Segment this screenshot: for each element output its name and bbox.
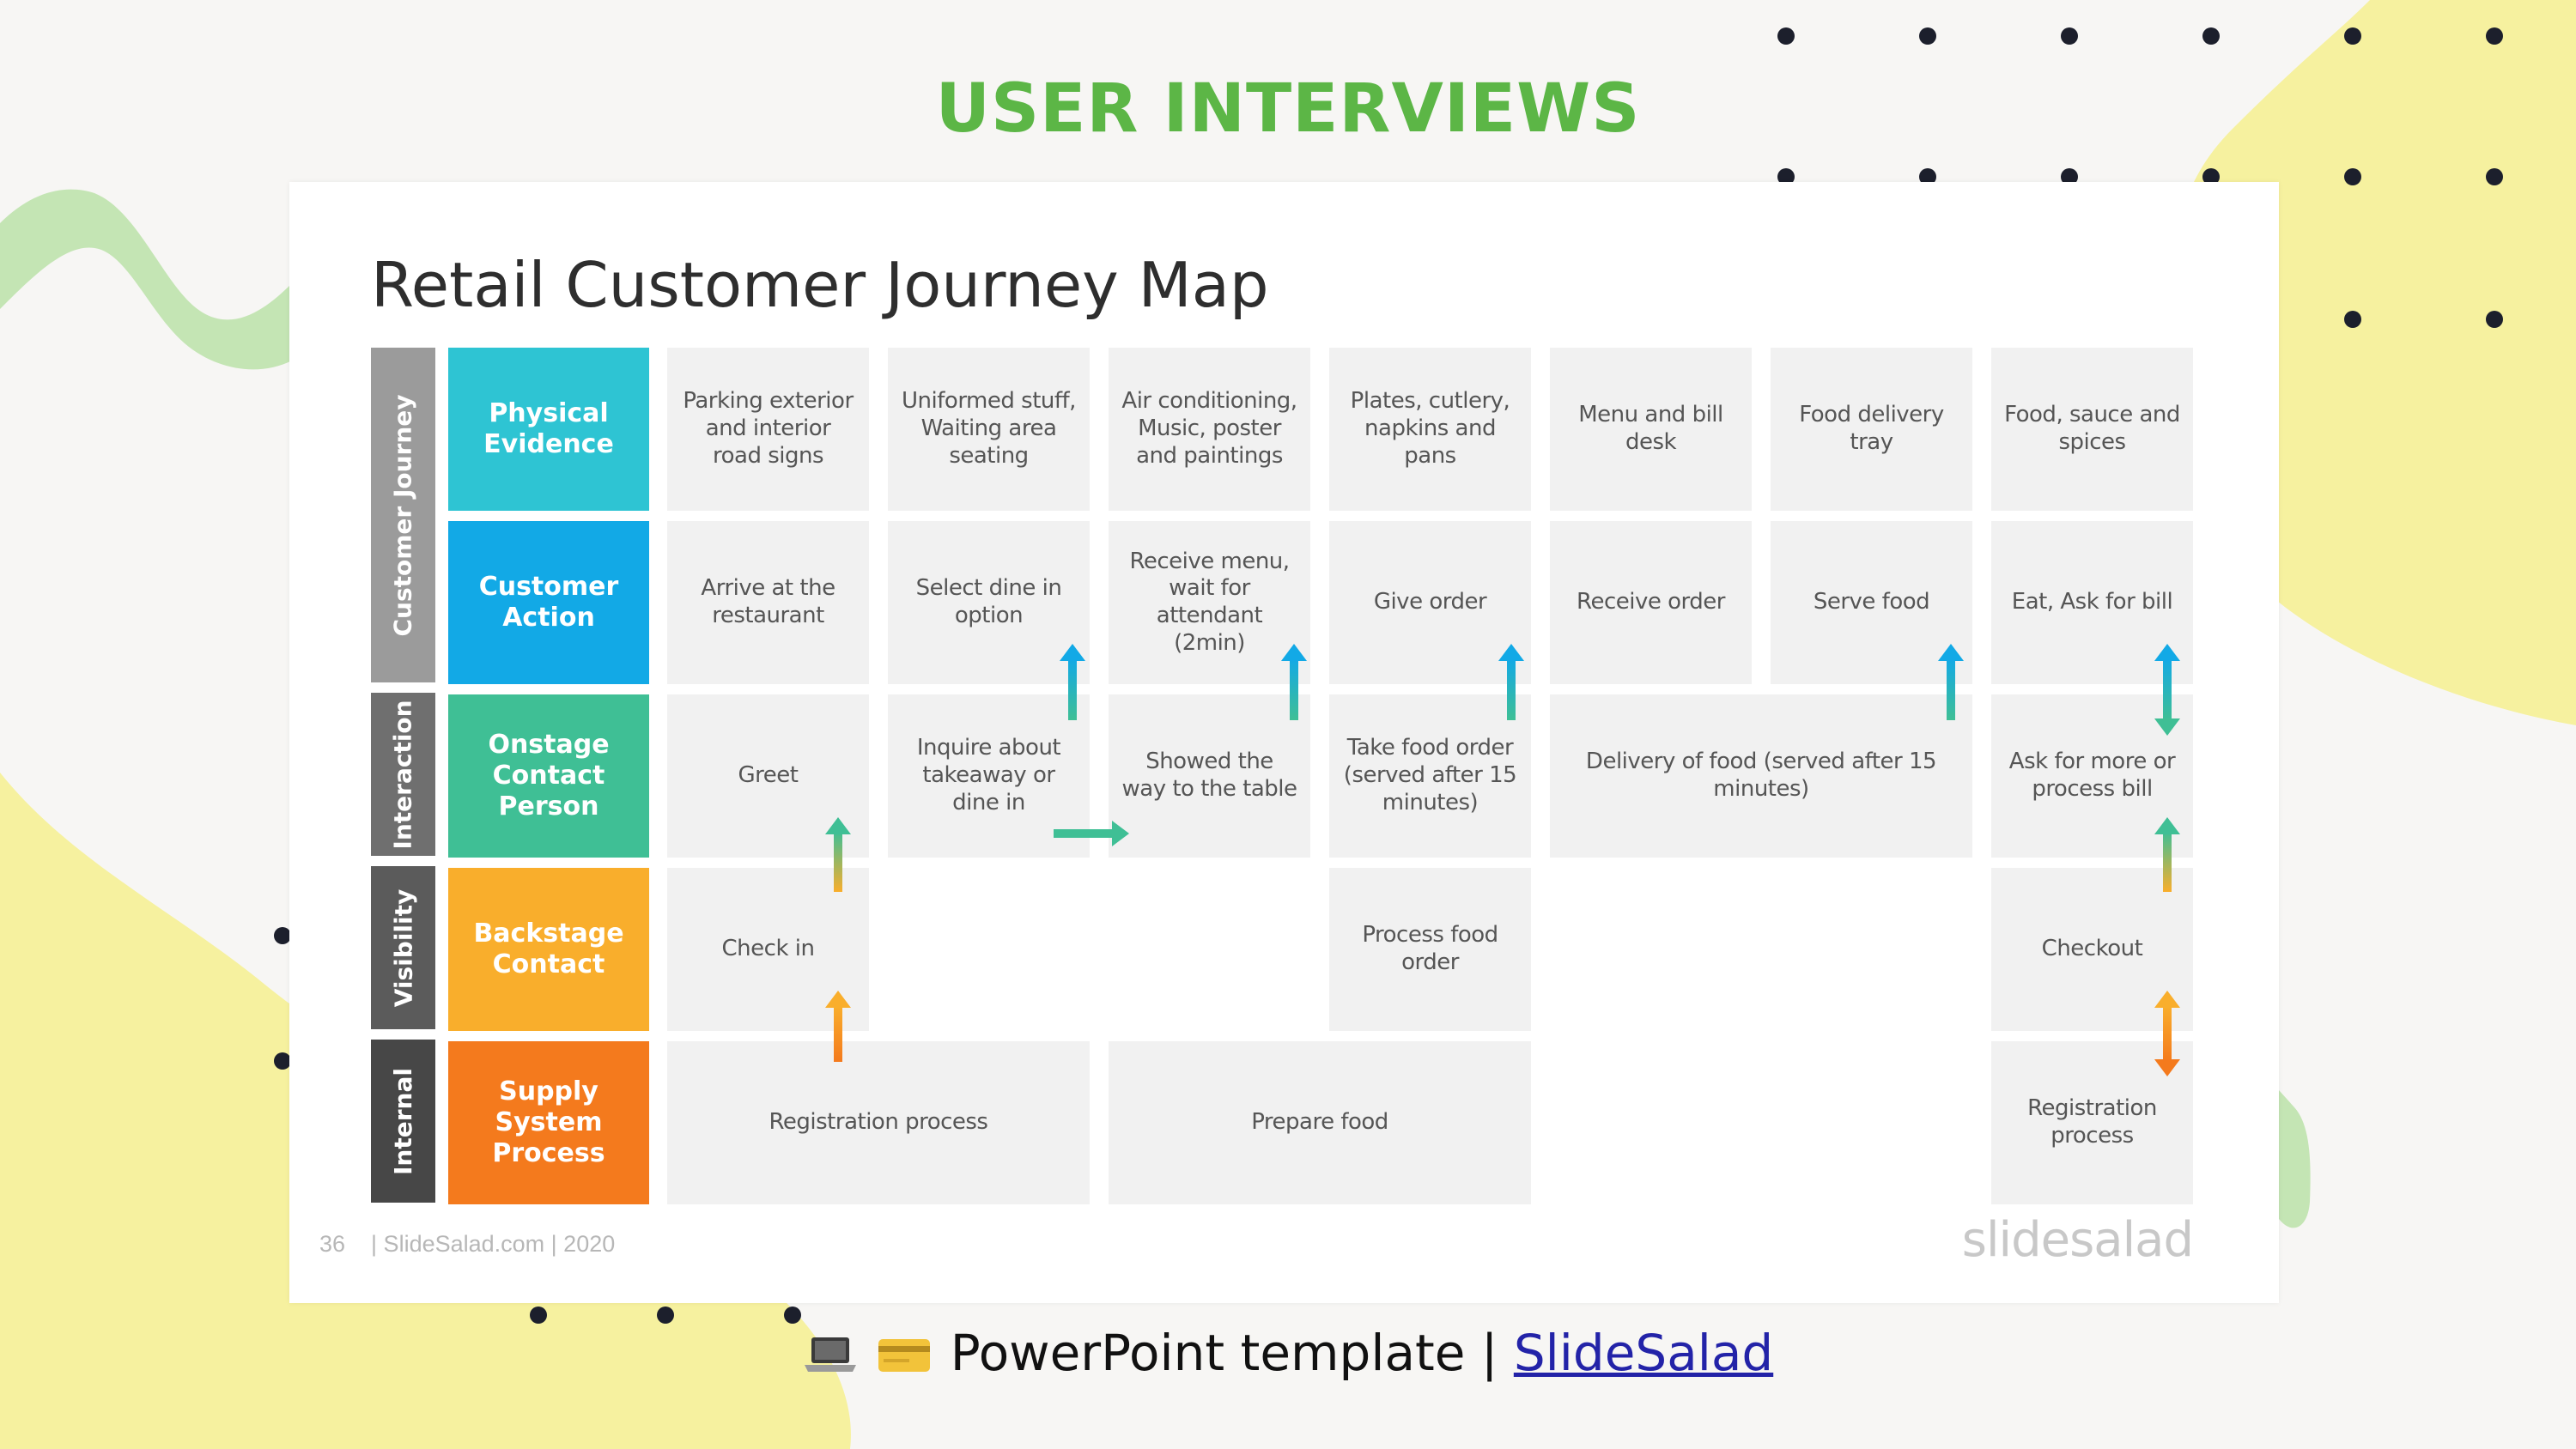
flow-arrows	[825, 644, 2180, 1076]
cell-backstage-2: Process food order	[1329, 868, 1531, 1031]
cell-customer-action-6: Serve food	[1771, 521, 1972, 684]
cell-physical-evidence-2: Uniformed stuff, Waiting area seating	[888, 348, 1090, 511]
page-header-title: USER INTERVIEWS	[935, 70, 1641, 148]
row-label-onstage-contact: Onstage Contact Person	[448, 694, 649, 858]
cell-customer-action-3: Receive menu, wait for attendant (2min)	[1109, 521, 1310, 684]
cell-physical-evidence-1: Parking exterior and interior road signs	[667, 348, 869, 511]
arrow-up-registration-to-checkin	[825, 991, 851, 1062]
laptop-icon	[803, 1327, 858, 1385]
cell-customer-action-2: Select dine in option	[888, 521, 1090, 684]
cell-onstage-4: Take food order (served after 15 minutes…	[1329, 694, 1531, 858]
cell-physical-evidence-3: Air conditioning, Music, poster and pain…	[1109, 348, 1310, 511]
dot-grid-bottom-left	[274, 927, 801, 1324]
slide-title: Retail Customer Journey Map	[371, 249, 1269, 321]
group-interaction: Interaction	[371, 693, 435, 856]
group-visibility: Visibility	[371, 866, 435, 1029]
row-label-backstage-contact: Backstage Contact	[448, 868, 649, 1031]
credit-card-icon	[877, 1327, 932, 1385]
row-label-customer-action: Customer Action	[448, 521, 649, 684]
arrow-up-showed-to-receive-menu	[1281, 644, 1307, 720]
cell-customer-action-4: Give order	[1329, 521, 1531, 684]
green-shape-right	[2279, 1090, 2311, 1228]
cell-onstage-5: Delivery of food (served after 15 minute…	[1550, 694, 1972, 858]
green-wave-left	[0, 189, 292, 370]
cell-customer-action-1: Arrive at the restaurant	[667, 521, 869, 684]
arrow-up-take-order-to-give-order	[1498, 644, 1524, 720]
cell-physical-evidence-7: Food, sauce and spices	[1991, 348, 2193, 511]
row-label-supply-system: Supply System Process	[448, 1041, 649, 1204]
cell-physical-evidence-6: Food delivery tray	[1771, 348, 1972, 511]
group-internal: Internal	[371, 1040, 435, 1203]
arrow-right-inquire-to-showed	[1054, 821, 1129, 846]
arrow-up-checkout-to-ask	[2154, 817, 2180, 892]
cell-customer-action-5: Receive order	[1550, 521, 1752, 684]
cell-physical-evidence-4: Plates, cutlery, napkins and pans	[1329, 348, 1531, 511]
cell-supply-2: Prepare food	[1109, 1041, 1531, 1204]
arrow-up-inquire-to-select	[1060, 644, 1085, 720]
group-customer-journey: Customer Journey	[371, 348, 435, 682]
arrow-bidirectional-checkout-to-registration	[2154, 991, 2180, 1076]
cell-onstage-3: Showed the way to the table	[1109, 694, 1310, 858]
caption-text: PowerPoint template |	[950, 1324, 1514, 1382]
cell-onstage-2: Inquire about takeaway or dine in	[888, 694, 1090, 858]
caption: PowerPoint template | SlideSalad	[0, 1324, 2576, 1385]
cell-supply-1: Registration process	[667, 1041, 1090, 1204]
arrow-bidirectional-eat-to-ask	[2154, 644, 2180, 736]
slide-footer: 36 | SlideSalad.com | 2020	[319, 1231, 615, 1258]
arrow-up-delivery-to-serve	[1938, 644, 1964, 720]
cell-physical-evidence-5: Menu and bill desk	[1550, 348, 1752, 511]
row-label-physical-evidence: Physical Evidence	[448, 348, 649, 511]
page-number: 36	[319, 1231, 346, 1257]
slidesalad-link[interactable]: SlideSalad	[1513, 1324, 1774, 1382]
cell-supply-3: Registration process	[1991, 1041, 2193, 1204]
footer-source: | SlideSalad.com | 2020	[371, 1231, 616, 1257]
dot-grid-top-right	[1777, 27, 2503, 328]
arrow-up-backstage-to-greet	[825, 817, 851, 892]
slidesalad-logo: slidesalad	[1961, 1212, 2194, 1268]
slide-card: Retail Customer Journey Map Customer Jou…	[289, 182, 2279, 1303]
